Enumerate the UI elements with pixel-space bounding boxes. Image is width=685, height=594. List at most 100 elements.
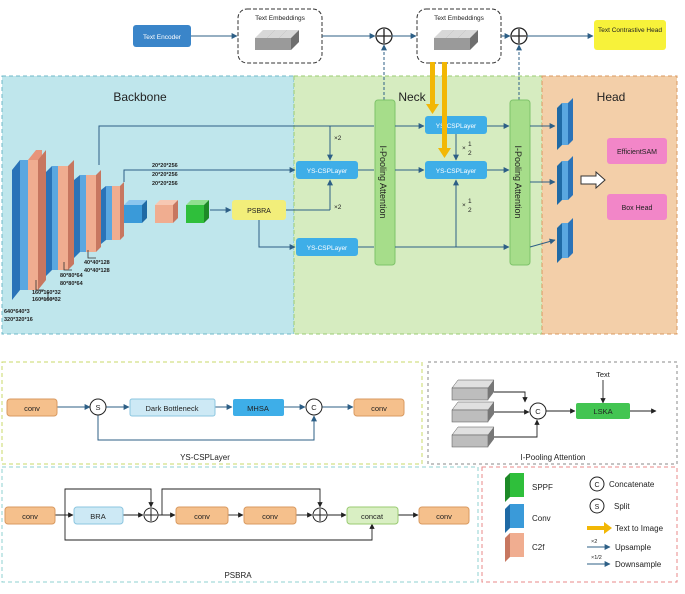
legend-sppf: SPPF [532,483,553,492]
psbra-conv-in [4,506,56,525]
neck-region [293,75,543,335]
svg-text:20*20*256: 20*20*256 [152,172,178,178]
legend-c2f: C2f [532,543,545,552]
svg-text:Text Contrastive Head: Text Contrastive Head [598,27,662,34]
head-output-arrow [580,170,606,190]
svg-text:40*40*128: 40*40*128 [84,268,110,274]
ipool-input-slabs [451,379,495,448]
yscsp-box-mid [296,161,358,179]
yscsp-label-mid: YS-CSPLayer [307,168,348,175]
legend-downsample: Downsample [615,560,662,569]
svg-text:×: × [462,202,466,209]
backbone-feature-maps [12,150,124,300]
sppf-cube [186,200,209,223]
legend-concatenate: Concatenate [609,480,655,489]
c2f-cube [155,200,178,223]
efficientsam-label: EfficientSAM [617,149,657,156]
psbra-label: PSBRA [247,208,271,215]
svg-text:conv: conv [22,512,38,521]
backbone-stem-brackets [35,250,96,300]
svg-text:S: S [595,504,600,511]
text-embeddings-label-2: Text Embeddings [434,15,485,22]
text-contrastive-head-label: Text Contrastive Head [598,27,662,34]
svg-text:2: 2 [468,207,472,214]
psbra-conv-out [418,506,470,525]
backbone-dim-labels: 640*640*3 320*320*16 160*160*32 160*160*… [4,163,178,323]
head-label: Head [597,90,626,104]
legend-split-node [589,498,605,514]
yscsp-label-mid-right: YS-CSPLayer [436,168,477,175]
yscsp-concat-node [305,398,323,416]
boxhead-label: Box Head [622,205,653,212]
svg-text:Dark Bottleneck: Dark Bottleneck [146,404,199,413]
text-encoder-box [133,25,191,47]
svg-text:conv: conv [24,404,40,413]
legend-text-to-image-arrow [587,522,612,534]
svg-text:40*40*128: 40*40*128 [84,260,110,266]
svg-text:S: S [95,403,100,412]
svg-text:C: C [311,403,317,412]
svg-text:conv: conv [371,404,387,413]
yscsp-box-mid-right [425,161,487,179]
svg-text:BRA: BRA [90,512,105,521]
text-encoder-label: Text Encoder [143,34,182,41]
legend-sppf-swatch [505,473,524,502]
embedding-stack-1 [255,30,299,50]
yscsp-caption: YS-CSPLayer [180,453,230,462]
svg-text:×1/2: ×1/2 [591,555,602,561]
ipool-bar-1 [374,99,396,266]
efficientsam-box [607,138,667,164]
conv-cube [124,200,147,223]
legend-conv-swatch [505,504,524,533]
svg-text:×2: ×2 [591,539,597,545]
dark-bottleneck-box [129,398,216,417]
svg-text:×2: ×2 [334,204,342,211]
neck-scale-labels: ×2 ×2 × 1 2 × 1 2 [334,135,472,214]
mhsa-box [233,399,284,416]
svg-text:×2: ×2 [334,135,342,142]
yscsp-box-top-right [425,116,487,134]
psbra-conv-3 [243,506,297,525]
yscsp-box-bottom [296,238,358,256]
svg-text:conv: conv [194,512,210,521]
svg-text:MHSA: MHSA [247,404,269,413]
legend-text-to-image: Text to Image [615,524,664,533]
svg-text:20*20*256: 20*20*256 [152,163,178,169]
ipool-concat-node [529,402,547,420]
neck-label: Neck [398,90,426,104]
svg-text:conv: conv [262,512,278,521]
svg-text:C: C [535,407,541,416]
svg-text:C: C [594,482,599,489]
psbra-concat-box [346,506,399,525]
text-contrastive-head-box [594,20,666,50]
psbra-box [232,200,286,220]
psbra-caption: PSBRA [224,571,252,580]
legend-c2f-swatch [505,533,524,562]
ipool-label-1: I-Pooling Attention [378,145,388,218]
yscsp-conv-out [353,398,405,417]
yscsp-conv-in [6,398,58,417]
text-embeddings-label-1: Text Embeddings [255,15,306,22]
svg-text:conv: conv [436,512,452,521]
yscsp-split-node [89,398,107,416]
yscsp-label-bottom: YS-CSPLayer [307,245,348,252]
svg-text:concat: concat [361,512,384,521]
svg-text:1: 1 [468,198,472,205]
psbra-conv-2 [175,506,229,525]
psbra-detail-panel [1,466,479,583]
svg-text:×: × [462,145,466,152]
svg-text:20*20*256: 20*20*256 [152,181,178,187]
head-feature-maps [557,98,573,263]
legend-concat-node [589,476,605,492]
svg-text:160*160*32: 160*160*32 [32,297,61,303]
backbone-label: Backbone [113,90,167,104]
ipool-caption: I-Pooling Attention [521,453,586,462]
embedding-stack-2 [434,30,478,50]
svg-text:2: 2 [468,150,472,157]
legend-conv: Conv [532,514,551,523]
ipool-text-label: Text [596,370,611,379]
legend-split: Split [614,502,630,511]
svg-text:80*80*64: 80*80*64 [60,273,84,279]
bra-box [73,506,124,525]
